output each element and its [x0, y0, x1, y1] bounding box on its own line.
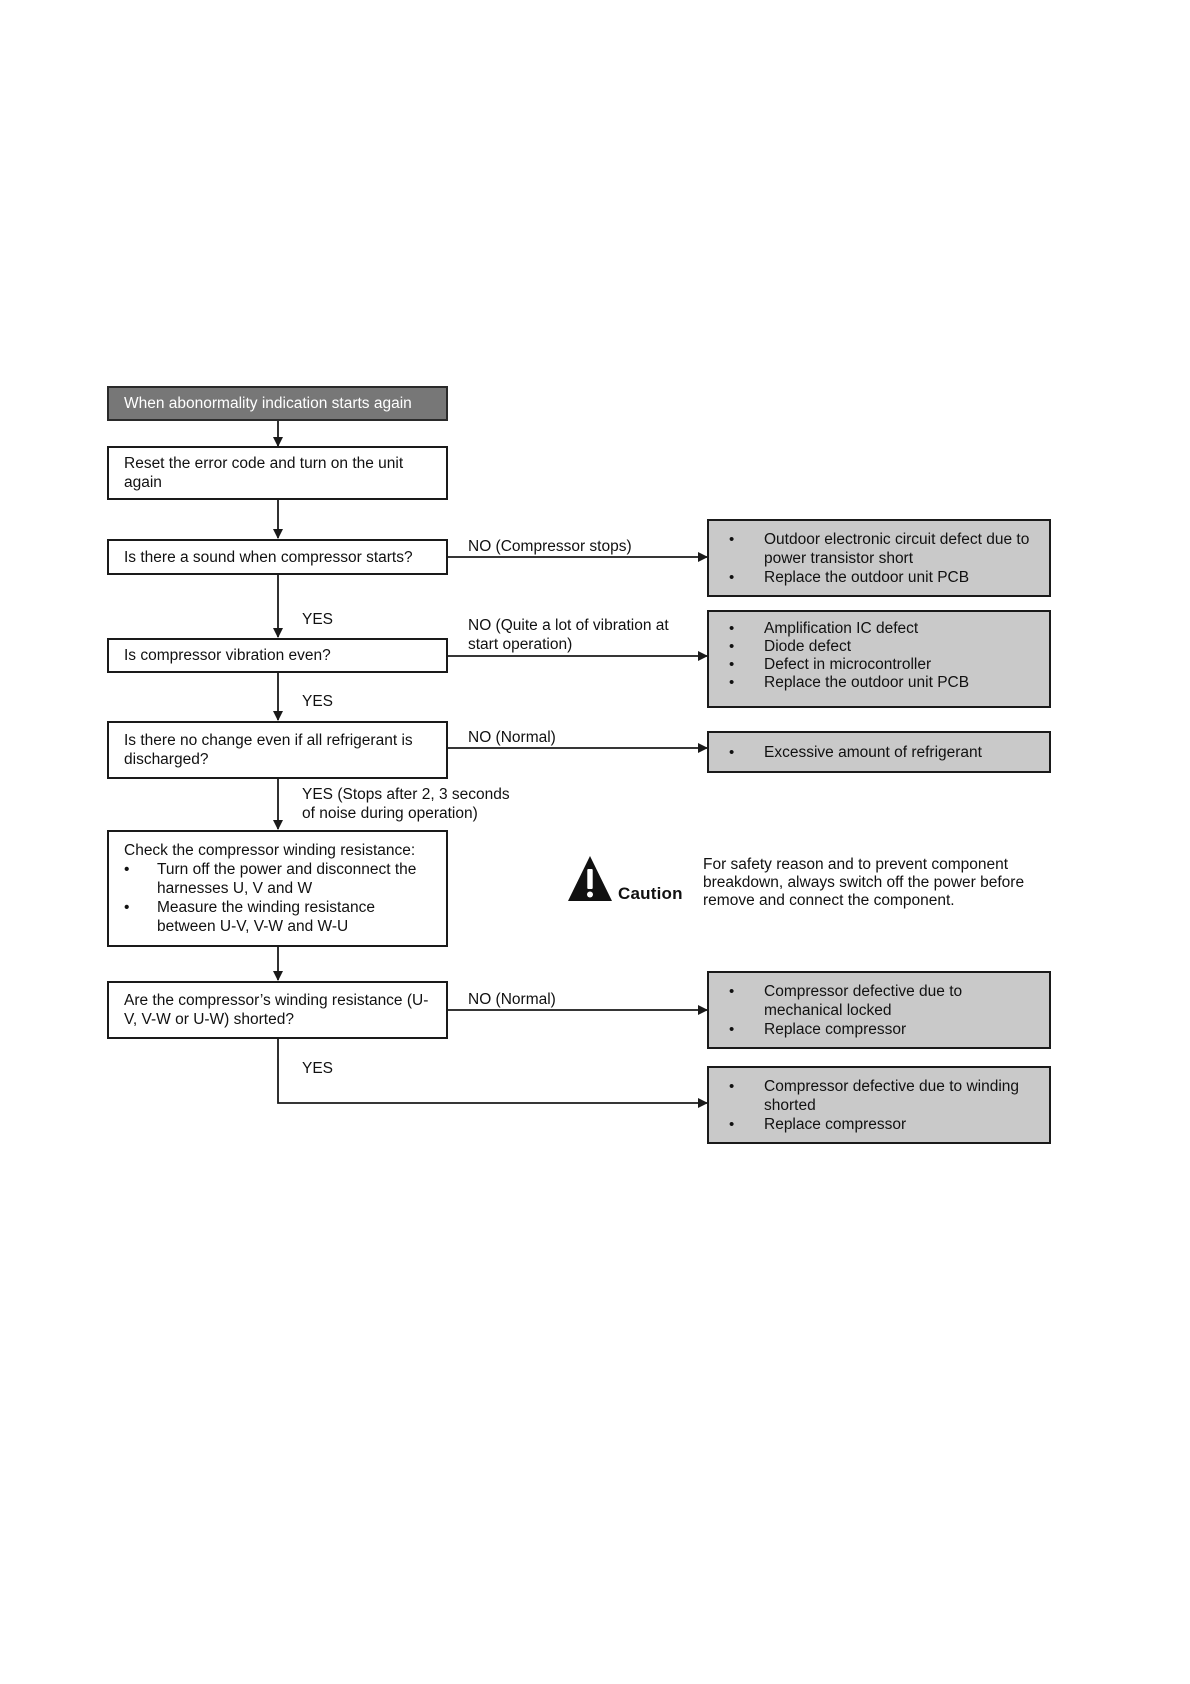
- edge-label-yes-stops-line2: of noise during operation): [302, 805, 478, 822]
- reset-box: Reset the error code and turn on the uni…: [107, 446, 448, 500]
- result-box-winding-shorted: Compressor defective due to winding shor…: [707, 1066, 1051, 1144]
- result-item: Replace compressor: [729, 1020, 1037, 1039]
- winding-check-title: Check the compressor winding resistance:: [124, 842, 416, 859]
- result-item: Defect in microcontroller: [729, 656, 1037, 674]
- sound-question-box: Is there a sound when compressor starts?: [107, 539, 448, 575]
- arrow-winding-yes-to-r5: [277, 1038, 708, 1108]
- result-item: Excessive amount of refrigerant: [729, 743, 1037, 762]
- result-item: Compressor defective due to mechanical l…: [729, 982, 1037, 1020]
- result-box-transistor-short: Outdoor electronic circuit defect due to…: [707, 519, 1051, 597]
- edge-label-no-compressor-stops: NO (Compressor stops): [468, 538, 632, 555]
- vibration-question-box: Is compressor vibration even?: [107, 638, 448, 673]
- winding-question-label: Are the compressor’s winding resistance …: [124, 992, 429, 1028]
- result-box-mechanical-locked: Compressor defective due to mechanical l…: [707, 971, 1051, 1049]
- edge-label-no-normal: NO (Normal): [468, 729, 556, 746]
- winding-check-step: Measure the winding resistance between U…: [124, 898, 432, 936]
- winding-question-box: Are the compressor’s winding resistance …: [107, 981, 448, 1039]
- edge-label-yes-stops: YES (Stops after 2, 3 seconds of noise d…: [302, 785, 510, 823]
- result-item: Replace compressor: [729, 1115, 1037, 1134]
- result-item: Outdoor electronic circuit defect due to…: [729, 530, 1037, 568]
- edge-label-no-vibration: NO (Quite a lot of vibration at start op…: [468, 616, 669, 654]
- edge-label-no-vibration-line1: NO (Quite a lot of vibration at: [468, 617, 669, 634]
- winding-check-steps: Turn off the power and disconnect the ha…: [124, 860, 432, 936]
- winding-check-box: Check the compressor winding resistance:…: [107, 830, 448, 947]
- refrigerant-question-label: Is there no change even if all refrigera…: [124, 732, 413, 768]
- result-box-ic-defect: Amplification IC defect Diode defect Def…: [707, 610, 1051, 708]
- sound-question-label: Is there a sound when compressor starts?: [124, 548, 413, 566]
- result-item: Replace the outdoor unit PCB: [729, 674, 1037, 692]
- caution-label: Caution: [618, 884, 683, 903]
- warning-triangle-icon: [568, 856, 612, 901]
- edge-label-yes: YES: [302, 1060, 334, 1077]
- winding-check-step: Turn off the power and disconnect the ha…: [124, 860, 432, 898]
- vibration-question-label: Is compressor vibration even?: [124, 647, 331, 664]
- result-box-excess-refrigerant: Excessive amount of refrigerant: [707, 731, 1051, 773]
- reset-label: Reset the error code and turn on the uni…: [124, 455, 404, 491]
- start-box: When abonormality indication starts agai…: [107, 386, 448, 421]
- edge-label-no-vibration-line2: start operation): [468, 636, 573, 653]
- result-item: Compressor defective due to winding shor…: [729, 1077, 1037, 1115]
- result-item: Replace the outdoor unit PCB: [729, 568, 1037, 587]
- edge-label-no-normal: NO (Normal): [468, 991, 556, 1008]
- edge-label-yes: YES: [302, 693, 334, 710]
- start-label: When abonormality indication starts agai…: [124, 395, 412, 412]
- edge-label-yes-stops-line1: YES (Stops after 2, 3 seconds: [302, 786, 510, 803]
- result-item: Diode defect: [729, 638, 1037, 656]
- caution-text: For safety reason and to prevent compone…: [703, 856, 1025, 909]
- edge-label-yes: YES: [302, 611, 334, 628]
- result-item: Amplification IC defect: [729, 620, 1037, 638]
- refrigerant-question-box: Is there no change even if all refrigera…: [107, 721, 448, 779]
